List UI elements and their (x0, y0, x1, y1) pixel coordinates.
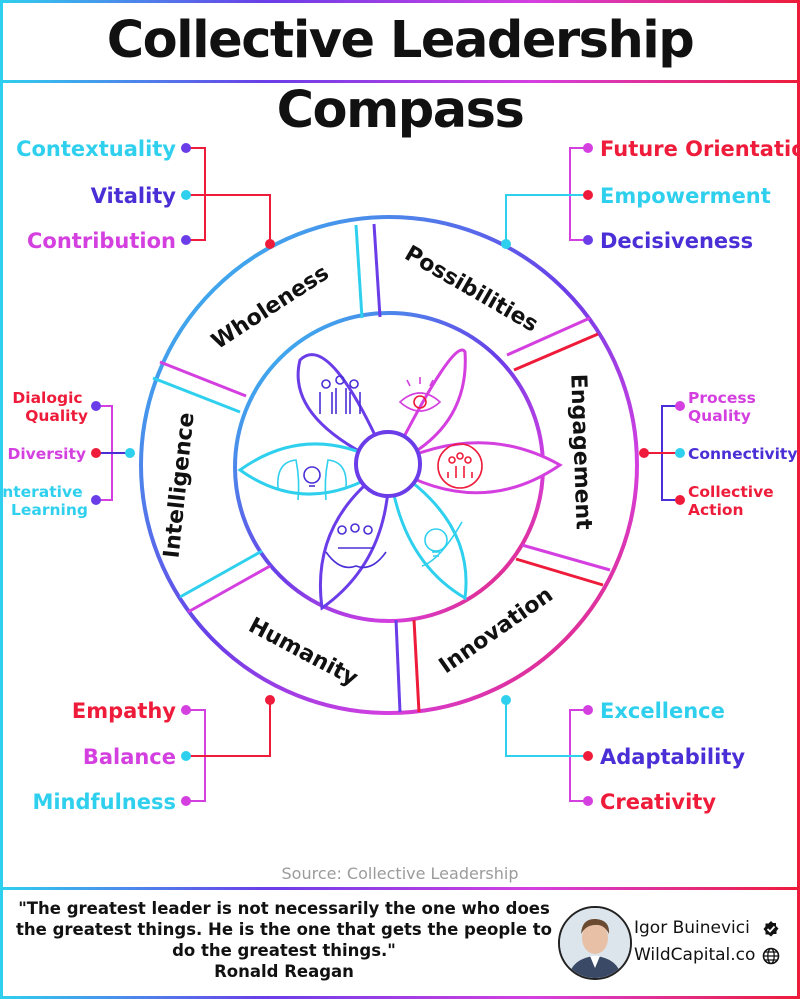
branch-adaptability: Adaptability (600, 745, 745, 769)
segment-separators (152, 223, 611, 713)
team-cycle-icon (437, 443, 483, 489)
branch-interative-learning-text-line2: Learning (11, 501, 88, 519)
header-divider (0, 80, 800, 83)
flower-center (354, 430, 422, 498)
branch-future-orientation: Future Orientation (600, 137, 800, 161)
branch-process-quality-text: Process (688, 389, 756, 407)
eye-icon (398, 377, 442, 412)
verified-badge-icon (763, 921, 779, 937)
page-title: Collective Leadership Compass (106, 11, 695, 140)
lightbulb-gear-icon (421, 521, 463, 567)
branch-dialogic-quality-text: Dialogic (12, 389, 82, 407)
branch-collective-action-text-line2: Action (688, 501, 744, 519)
branch-diversity: Diversity (8, 445, 87, 463)
branch-process-quality: Process Quality (688, 389, 761, 425)
segment-label-intelligence: Intelligence (159, 411, 199, 559)
bracket-possibilities (505, 147, 588, 244)
branch-contribution: Contribution (27, 229, 176, 253)
branch-creativity: Creativity (600, 790, 716, 814)
source-caption: Source: Collective Leadership (281, 864, 519, 883)
branch-collective-action-text: Collective (688, 483, 774, 501)
branch-balance: Balance (83, 745, 176, 769)
outer-ring (139, 215, 639, 715)
bracket-engagement (644, 405, 680, 501)
branch-dialogic-quality-text-line2: Quality (25, 407, 88, 425)
branch-excellence: Excellence (600, 699, 725, 723)
branch-process-quality-text-line2: Quality (688, 407, 751, 425)
segment-label-wholeness: Wholeness (207, 260, 333, 354)
hands-people-icon (325, 523, 387, 569)
branch-vitality: Vitality (91, 184, 177, 208)
bracket-wholeness (186, 147, 271, 244)
branch-interative-learning-text: Interative (0, 483, 83, 501)
leadership-compass-diagram: Wholeness Possibilities Engagement Innov… (0, 137, 800, 814)
people-group-icon (319, 375, 361, 414)
quote-block: "The greatest leader is not necessarily … (14, 898, 554, 982)
avatar-portrait-icon (560, 908, 630, 978)
author-name: Igor Buinevici (634, 918, 750, 938)
footer-divider (0, 887, 800, 890)
segment-label-engagement: Engagement (565, 373, 595, 530)
author-site: WildCapital.co (634, 945, 756, 965)
branch-contextuality: Contextuality (16, 137, 176, 161)
branch-dialogic-quality: Dialogic Quality (12, 389, 88, 425)
branch-empowerment: Empowerment (600, 184, 771, 208)
branch-interative-learning: Interative Learning (0, 483, 88, 519)
bracket-humanity (186, 700, 271, 802)
bracket-innovation (505, 700, 588, 802)
heads-idea-icon (277, 459, 347, 501)
quote-author: Ronald Reagan (214, 962, 354, 981)
avatar (558, 906, 632, 980)
quote-text: "The greatest leader is not necessarily … (16, 899, 552, 960)
branch-connectivity: Connectivity (688, 445, 797, 463)
connector-dots (91, 143, 685, 806)
branch-empathy: Empathy (72, 699, 176, 723)
branch-mindfulness: Mindfulness (32, 790, 176, 814)
branch-collective-action: Collective Action (688, 483, 779, 519)
bracket-intelligence (96, 405, 130, 501)
globe-icon (762, 947, 780, 965)
branch-decisiveness: Decisiveness (600, 229, 753, 253)
